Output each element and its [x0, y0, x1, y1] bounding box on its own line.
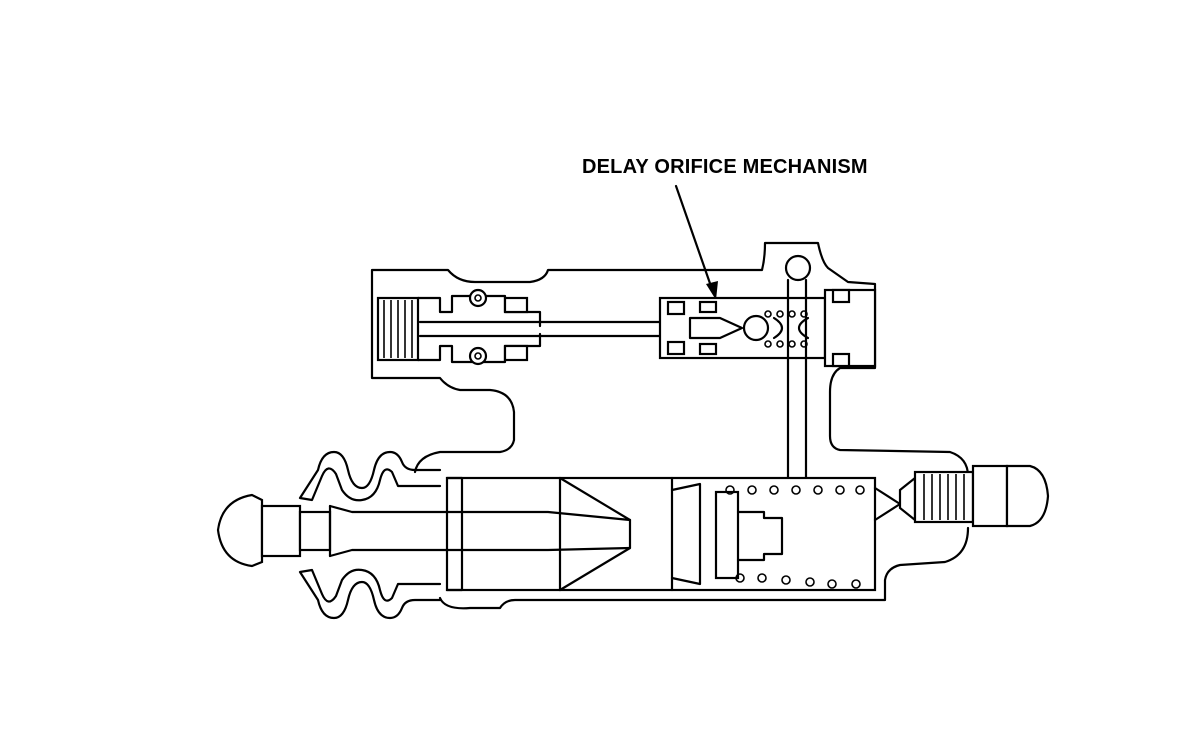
callout-leader-arrow [674, 184, 718, 300]
push-rod [216, 493, 632, 568]
rubber-boot [298, 450, 442, 620]
upper-right-plug [823, 288, 877, 368]
check-ball-passage [784, 254, 812, 480]
outlet-fitting [898, 464, 1050, 528]
cylinder-body [445, 476, 902, 592]
upper-threaded-plug [376, 288, 662, 366]
valve-housing-outline [370, 241, 970, 610]
delay-orifice-callout-label: DELAY ORIFICE MECHANISM [582, 156, 868, 178]
delay-orifice-mechanism [658, 296, 827, 360]
